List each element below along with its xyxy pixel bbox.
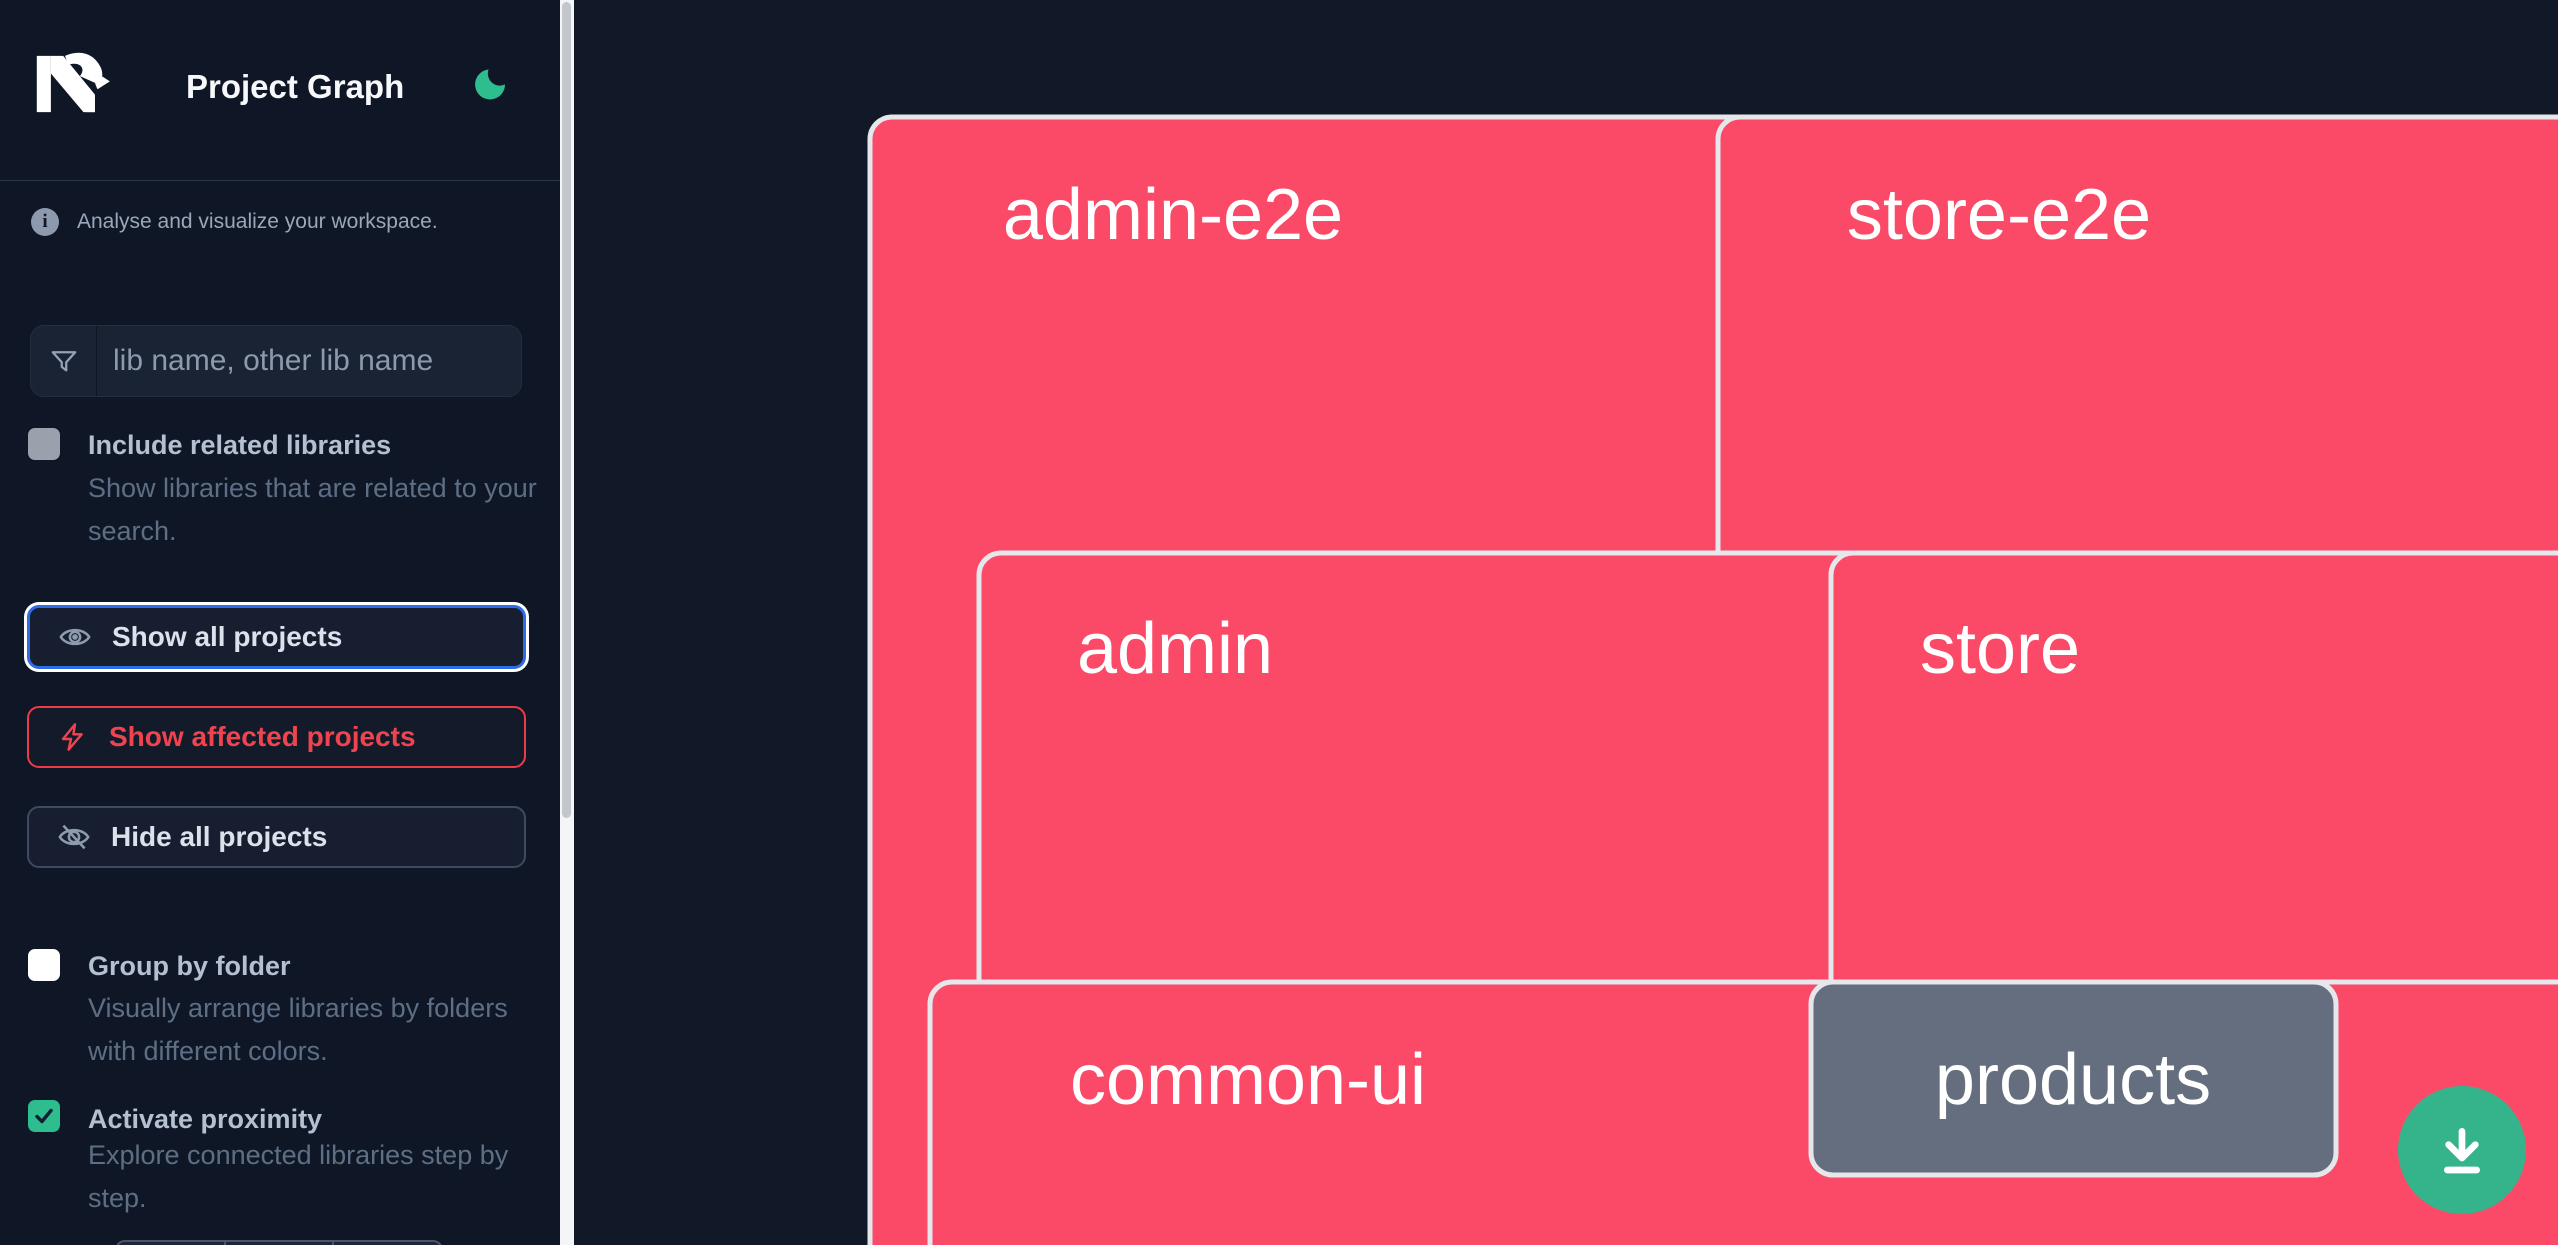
search-input[interactable] (97, 326, 521, 396)
graph-canvas[interactable]: implicit implicit admin-e2e store-e2e ad… (574, 0, 2558, 1245)
node-label: store-e2e (1847, 175, 2151, 255)
theme-segment[interactable] (117, 1242, 226, 1245)
node-label: common-ui (1070, 1040, 1426, 1120)
group-by-folder-description: Visually arrange libraries by folders wi… (88, 993, 508, 1066)
theme-toggle-moon-icon[interactable] (466, 64, 510, 108)
sidebar: Project Graph i Analyse and visualize yo… (0, 0, 560, 1245)
show-affected-projects-label: Show affected projects (109, 721, 416, 752)
show-all-projects-button[interactable]: Show all projects (27, 605, 526, 669)
hide-all-projects-button[interactable]: Hide all projects (27, 806, 526, 868)
node-label: store (1920, 609, 2080, 689)
checkbox-group-by-folder[interactable] (28, 949, 60, 981)
search-box (30, 325, 522, 397)
download-icon (2444, 1128, 2480, 1174)
activate-proximity-label[interactable]: Activate proximity (88, 1104, 323, 1134)
project-graph-svg: implicit implicit admin-e2e store-e2e ad… (867, 114, 2558, 1245)
theme-segment[interactable] (226, 1242, 335, 1245)
node-label: admin-e2e (1003, 175, 1343, 255)
theme-switcher-partial[interactable] (115, 1240, 443, 1245)
nx-logo (36, 52, 110, 113)
show-affected-projects-button[interactable]: Show affected projects (27, 706, 526, 768)
include-related-description: Show libraries that are related to your … (88, 473, 537, 546)
activate-proximity-description: Explore connected libraries step by step… (88, 1140, 509, 1213)
group-by-folder-label[interactable]: Group by folder (88, 951, 291, 981)
hide-all-projects-label: Hide all projects (111, 821, 328, 852)
eye-off-icon (58, 824, 90, 850)
header-divider (0, 180, 560, 181)
checkbox-activate-proximity[interactable] (28, 1100, 60, 1132)
check-icon (35, 1108, 53, 1124)
node-label: admin (1077, 609, 1273, 689)
node-label: products (1935, 1040, 2211, 1120)
checkbox-include-related[interactable] (28, 428, 60, 460)
tagline-text: Analyse and visualize your workspace. (77, 210, 438, 233)
bolt-icon (61, 723, 83, 751)
graph-node-products[interactable]: products (1808, 979, 2339, 1178)
funnel-icon (31, 326, 97, 396)
download-graph-button[interactable] (2398, 1086, 2526, 1214)
include-related-label[interactable]: Include related libraries (88, 430, 392, 460)
eye-icon (59, 628, 91, 646)
sidebar-scrollbar-thumb[interactable] (562, 2, 571, 818)
workspace-tagline-row: i Analyse and visualize your workspace. (31, 208, 531, 236)
show-all-projects-label: Show all projects (112, 621, 343, 652)
page-title: Project Graph (186, 68, 405, 105)
info-icon: i (31, 208, 59, 236)
sidebar-scrollbar-track[interactable] (560, 0, 574, 1245)
